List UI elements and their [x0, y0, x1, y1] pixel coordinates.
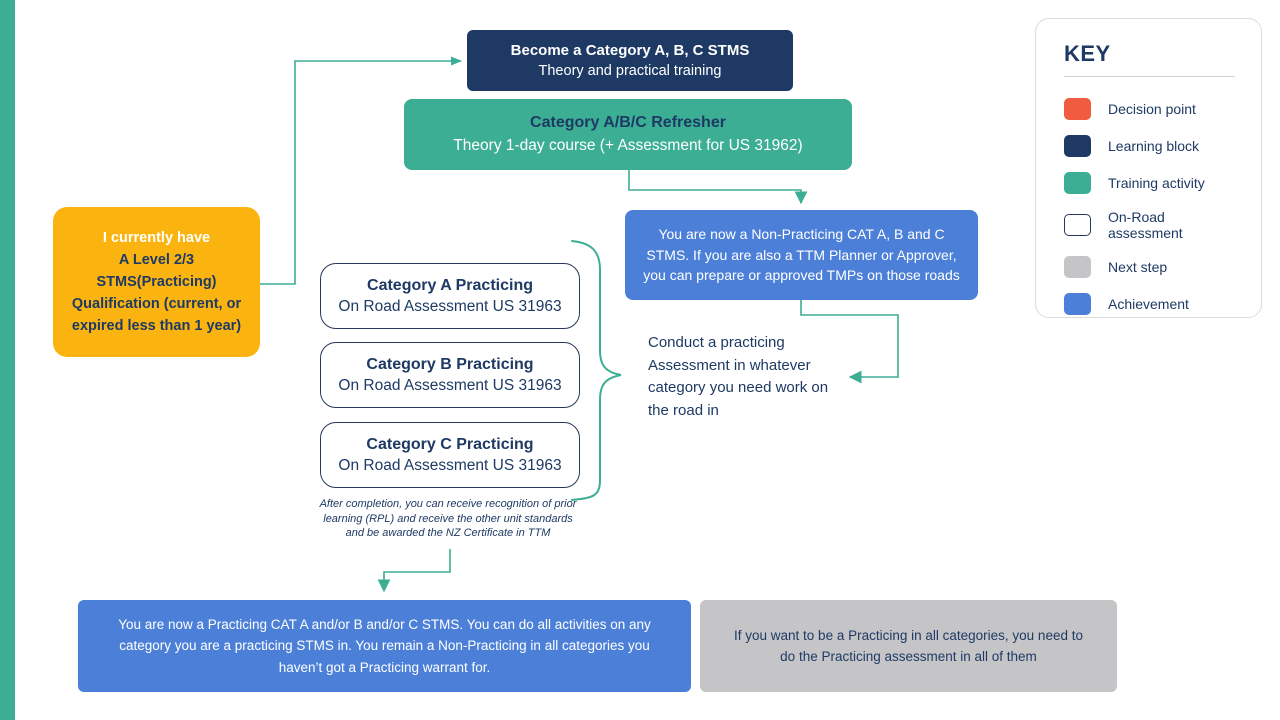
key-row-training-activity: Training activity	[1064, 172, 1235, 194]
decision-line-2: A Level 2/3	[118, 252, 195, 268]
learning-block-swatch	[1064, 135, 1091, 157]
decision-line-1: I currently have	[102, 230, 211, 246]
key-legend-card: KEY Decision point Learning block Traini…	[1035, 18, 1262, 318]
assessment-c-title: Category C Practicing	[366, 435, 534, 453]
onroad-assessment-swatch	[1064, 214, 1091, 236]
connector-rpl-to-practicing	[377, 549, 451, 593]
conduct-assessment-note: Conduct a practicing Assessment in whate…	[648, 334, 829, 419]
decision-point-label: Decision point	[1108, 101, 1196, 117]
training-activity-swatch	[1064, 172, 1091, 194]
left-accent-stripe	[0, 0, 15, 720]
key-row-learning-block: Learning block	[1064, 135, 1235, 157]
assessment-b-title: Category B Practicing	[366, 355, 534, 373]
learning-block-subtitle: Theory and practical training	[538, 63, 722, 79]
achievement-swatch	[1064, 293, 1091, 315]
assessment-a-subtitle: On Road Assessment US 31963	[338, 297, 562, 315]
connector-refresher-to-nonpracticing	[628, 170, 808, 205]
learning-block-title: Become a Category A, B, C STMS	[510, 42, 750, 59]
non-practicing-achievement-box: You are now a Non-Practicing CAT A, B an…	[625, 210, 978, 300]
practicing-achievement-box: You are now a Practicing CAT A and/or B …	[78, 600, 691, 692]
onroad-assessment-label: On-Road assessment	[1108, 209, 1183, 241]
decision-line-4: Qualification (current, or	[71, 296, 242, 312]
non-practicing-text: You are now a Non-Practicing CAT A, B an…	[643, 226, 960, 284]
next-step-label: Next step	[1108, 259, 1168, 275]
connector-decision-to-learning	[260, 56, 463, 285]
key-row-achievement: Achievement	[1064, 293, 1235, 315]
key-title: KEY	[1064, 41, 1111, 66]
assessment-c-subtitle: On Road Assessment US 31963	[338, 456, 562, 474]
training-activity-label: Training activity	[1108, 175, 1205, 191]
key-row-next-step: Next step	[1064, 256, 1235, 278]
assessment-b-subtitle: On Road Assessment US 31963	[338, 376, 562, 394]
assessment-box-category-b: Category B Practicing On Road Assessment…	[320, 342, 580, 408]
refresher-title: Category A/B/C Refresher	[530, 114, 726, 131]
rpl-completion-note: After completion, you can receive recogn…	[319, 498, 577, 539]
key-row-onroad-assessment: On-Road assessment	[1064, 209, 1235, 241]
next-step-box: If you want to be a Practicing in all ca…	[700, 600, 1117, 692]
assessment-box-category-c: Category C Practicing On Road Assessment…	[320, 422, 580, 488]
next-step-swatch	[1064, 256, 1091, 278]
learning-block-label: Learning block	[1108, 138, 1200, 154]
refresher-subtitle: Theory 1-day course (+ Assessment for US…	[453, 137, 803, 154]
decision-box: I currently have A Level 2/3 STMS(Practi…	[53, 207, 260, 357]
assessment-a-title: Category A Practicing	[367, 276, 533, 294]
decision-line-3: STMS(Practicing)	[96, 274, 217, 290]
next-step-text: If you want to be a Practicing in all ca…	[734, 627, 1083, 665]
key-list: Decision point Learning block Training a…	[1064, 98, 1235, 315]
key-divider	[1064, 76, 1235, 77]
practicing-achievement-text: You are now a Practicing CAT A and/or B …	[118, 616, 651, 675]
refresher-box: Category A/B/C Refresher Theory 1-day co…	[404, 99, 852, 170]
achievement-label: Achievement	[1108, 296, 1189, 312]
key-row-decision-point: Decision point	[1064, 98, 1235, 120]
learning-block-box: Become a Category A, B, C STMS Theory an…	[467, 30, 793, 91]
decision-point-swatch	[1064, 98, 1091, 120]
decision-line-5: expired less than 1 year)	[71, 318, 242, 334]
assessment-box-category-a: Category A Practicing On Road Assessment…	[320, 263, 580, 329]
